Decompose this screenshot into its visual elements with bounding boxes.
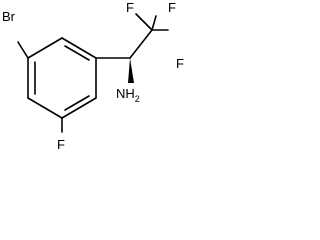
bromine-label: Br xyxy=(2,9,16,24)
ring-bond xyxy=(27,97,63,119)
amine-subscript: 2 xyxy=(135,94,140,104)
ring-bond xyxy=(61,37,97,59)
c-br-bond xyxy=(17,41,29,59)
ring-double-bond xyxy=(64,45,90,61)
fluorine-ring-label: F xyxy=(57,137,65,152)
ring-double-bond xyxy=(64,95,90,111)
fluorine-mid-label: F xyxy=(126,0,134,15)
amine-main: NH xyxy=(116,86,135,101)
cf3-f-top-bond xyxy=(151,15,157,31)
cf3-f-mid-bond xyxy=(135,13,153,31)
fluorine-top-label: F xyxy=(168,0,176,15)
fluorine-right-label: F xyxy=(176,56,184,71)
molecule-canvas: Br F F F F NH2 xyxy=(0,0,196,155)
amine-label: NH2 xyxy=(116,86,140,104)
wedge-bond xyxy=(128,58,134,83)
ring-bond xyxy=(61,97,97,119)
ring-bond xyxy=(27,37,63,59)
chiral-to-cf3-bond xyxy=(129,29,153,59)
structure-drawing: Br F F F F NH2 xyxy=(2,0,184,152)
benzene-ring xyxy=(27,37,97,119)
